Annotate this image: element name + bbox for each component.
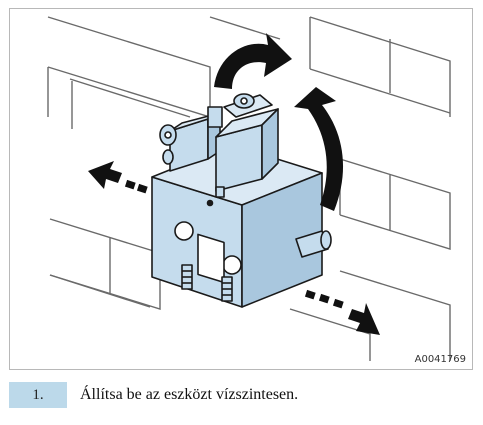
step-text: Állítsa be az eszközt vízszintesen. [80, 386, 299, 403]
solenoid-valves [159, 93, 279, 198]
rotation-arrows [214, 33, 344, 211]
figure-frame: A0041769 [9, 8, 473, 370]
instruction-step: 1. Állítsa be az eszközt vízszintesen. [9, 378, 473, 412]
direction-arrows [88, 161, 380, 335]
valve-mounting-illustration [47, 16, 451, 361]
figure-id-label: A0041769 [414, 354, 466, 365]
step-number-badge: 1. [9, 382, 67, 408]
